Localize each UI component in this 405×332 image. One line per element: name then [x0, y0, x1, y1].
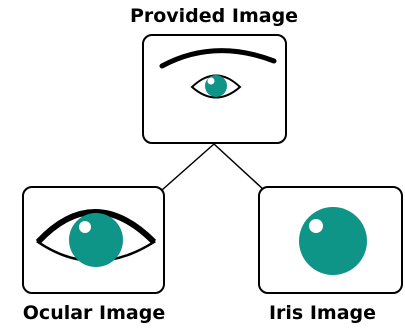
- eye-with-eyebrow-icon: [159, 48, 277, 99]
- ocular-image-box: [22, 186, 165, 294]
- ocular-image-label: Ocular Image: [22, 302, 166, 324]
- iris-icon: [299, 207, 367, 275]
- eye-icon: [35, 209, 157, 267]
- connector-to-ocular: [161, 143, 215, 191]
- connector-to-iris: [213, 143, 265, 191]
- iris-image-label: Iris Image: [268, 302, 377, 324]
- provided-image-box: [142, 34, 287, 144]
- provided-image-label: Provided Image: [129, 5, 299, 27]
- iris-image-box: [258, 186, 403, 294]
